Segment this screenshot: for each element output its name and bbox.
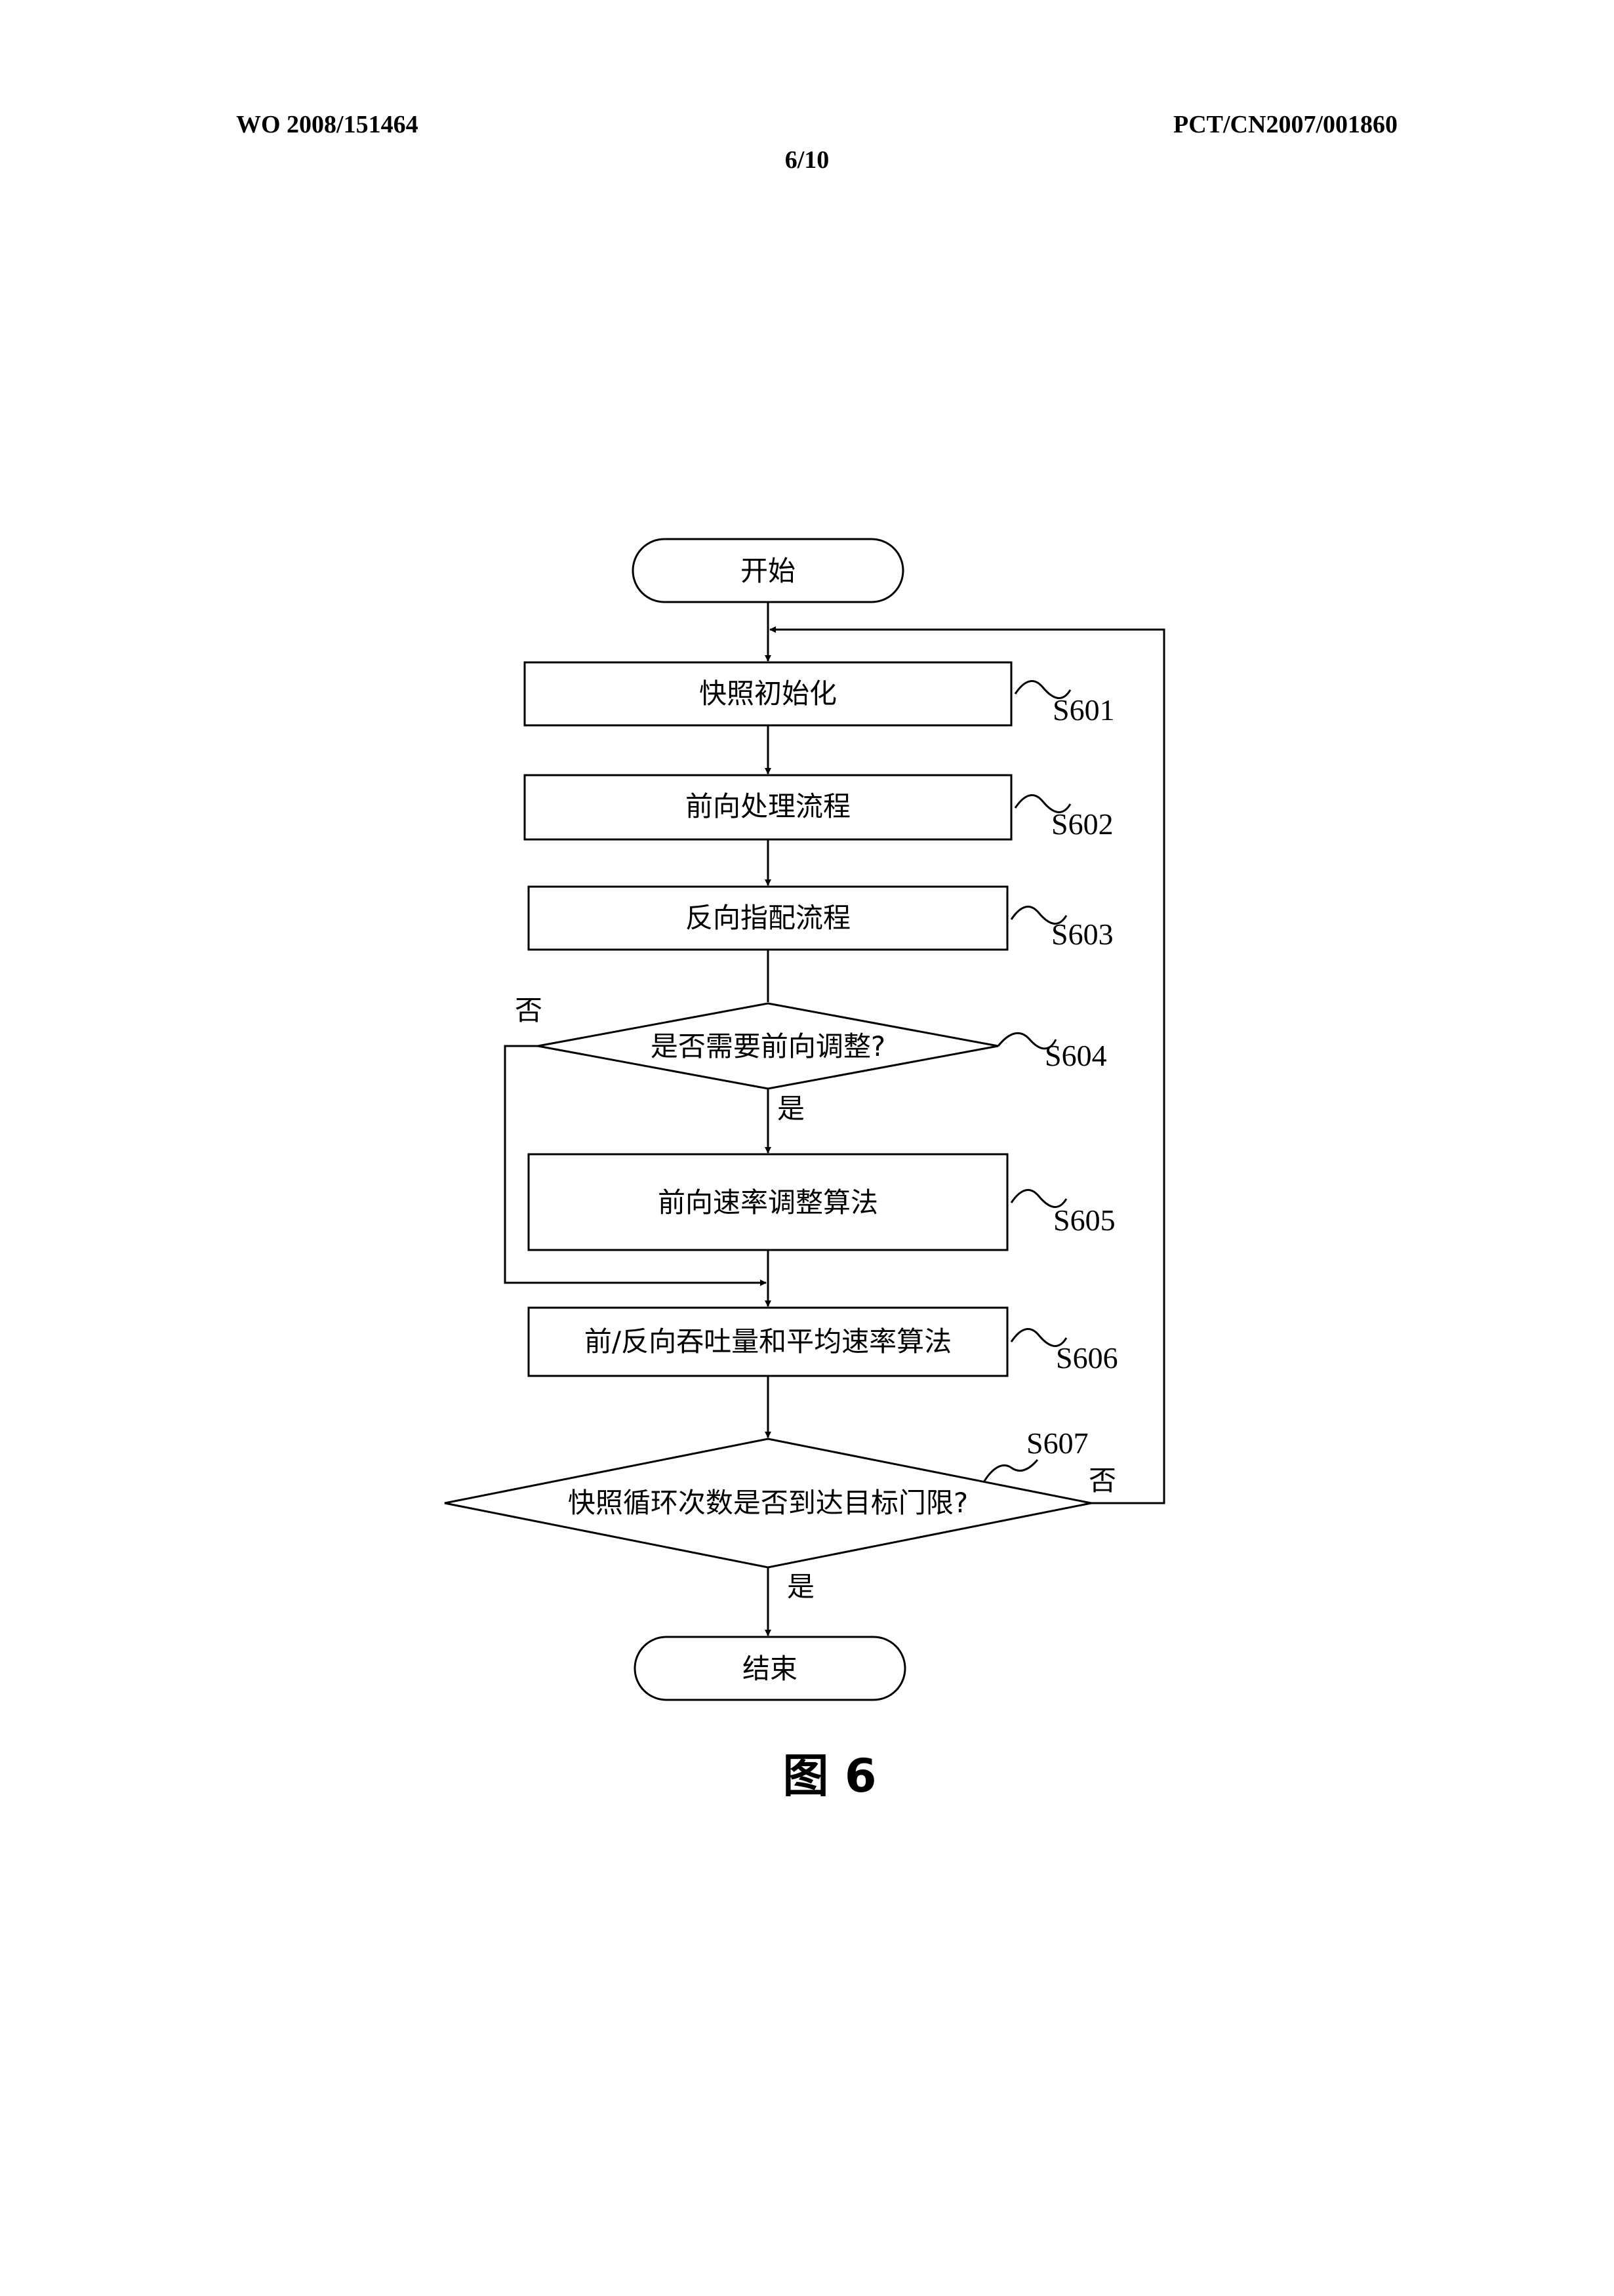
decision-s604: 是否需要前向调整? S604 否 是 [515, 994, 1107, 1125]
step-s603-text: 反向指配流程 [685, 902, 851, 934]
figure-caption: 图 6 [782, 1749, 876, 1803]
step-s602: 前向处理流程 S602 [525, 775, 1114, 841]
step-s605: 前向速率调整算法 S605 [529, 1154, 1116, 1250]
decision-s604-yes-label: 是 [777, 1093, 805, 1125]
step-s601-text: 快照初始化 [699, 677, 837, 710]
step-s606-id: S606 [1056, 1341, 1118, 1375]
start-label: 开始 [740, 555, 796, 587]
decision-s604-id: S604 [1045, 1039, 1107, 1072]
decision-s604-no-label: 否 [515, 994, 542, 1026]
step-s606: 前/反向吞吐量和平均速率算法 S606 [529, 1308, 1118, 1376]
decision-s607-yes-label: 是 [787, 1571, 815, 1603]
step-s601-id: S601 [1053, 693, 1115, 727]
start-terminal: 开始 [633, 539, 903, 602]
step-s605-id: S605 [1053, 1203, 1116, 1237]
step-s602-text: 前向处理流程 [685, 790, 851, 822]
decision-s607: 快照循环次数是否到达目标门限? S607 否 是 [445, 1426, 1116, 1603]
end-label: 结束 [742, 1653, 797, 1685]
decision-s607-id: S607 [1026, 1426, 1089, 1460]
step-s602-id: S602 [1051, 807, 1114, 841]
decision-s604-text: 是否需要前向调整? [651, 1030, 885, 1062]
decision-s607-no-label: 否 [1089, 1464, 1116, 1497]
decision-s607-text: 快照循环次数是否到达目标门限? [568, 1487, 968, 1519]
step-s606-text: 前/反向吞吐量和平均速率算法 [584, 1325, 952, 1358]
decision-s607-leader [984, 1460, 1038, 1482]
step-s605-text: 前向速率调整算法 [658, 1186, 878, 1218]
step-s603: 反向指配流程 S603 [529, 887, 1114, 951]
step-s601: 快照初始化 S601 [525, 662, 1115, 727]
end-terminal: 结束 [635, 1637, 905, 1700]
step-s603-id: S603 [1051, 917, 1114, 951]
